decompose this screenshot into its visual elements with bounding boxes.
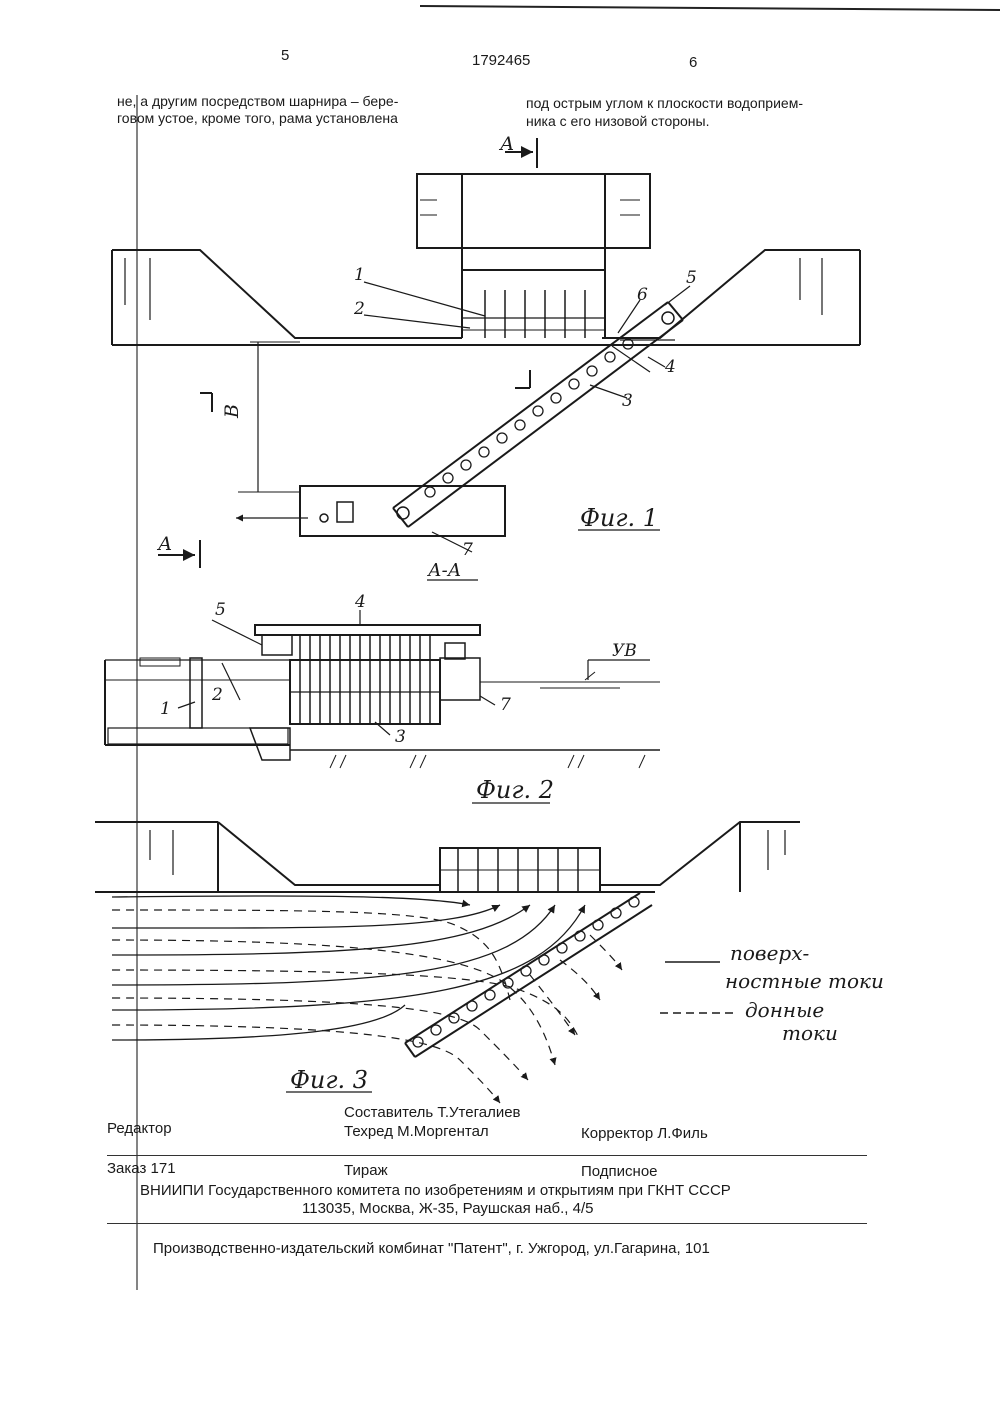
body-right-line-2: ника с его низовой стороны. [526,113,710,129]
figure-2 [104,610,660,804]
colophon-editor: Редактор [107,1120,172,1137]
fig1-caption: Фиг. 1 [580,504,658,532]
patent-number: 1792465 [472,52,531,69]
page-number-right: 6 [689,54,698,71]
fig2-section-title: А-А [426,560,461,581]
fig2-label-3: 3 [395,727,406,747]
fig1-label-2: 2 [353,299,365,319]
colophon-order: Заказ 171 [107,1160,176,1177]
colophon-circulation: Тираж [344,1162,388,1179]
figure-3-circles [412,896,640,1048]
fig2-label-1: 1 [160,699,171,719]
fig1-label-4: 4 [664,357,676,377]
fig3-legend-surface-line2: ностные токи [725,969,884,993]
body-left-line-1: не, а другим посредством шарнира – бере- [117,93,399,109]
fig1-label-1: 1 [354,265,365,285]
fig2-water-level: УВ [612,641,637,661]
fig2-label-2: 2 [211,685,223,705]
fig2-label-7: 7 [500,695,511,715]
fig3-caption: Фиг. 3 [290,1066,368,1094]
colophon-subscription: Подписное [581,1163,658,1180]
fig1-section-mark-top: А [498,133,514,155]
fig1-label-6: 6 [637,285,648,305]
colophon-printer: Производственно-издательский комбинат "П… [153,1240,710,1257]
body-right-line-1: под острым углом к плоскости водоприем- [526,95,803,111]
colophon-org-line-1: ВНИИПИ Государственного комитета по изоб… [140,1182,731,1199]
figure-3 [95,821,800,1104]
colophon-org-line-2: 113035, Москва, Ж-35, Раушская наб., 4/5 [302,1200,594,1217]
fig1-section-mark-bottom: А [156,533,172,555]
body-left-line-2: говом устое, кроме того, рама установлен… [117,110,398,126]
fig2-caption: Фиг. 2 [476,776,554,804]
colophon-techred: Техред М.Моргентал [344,1123,489,1140]
fig3-legend-bottom-line2: токи [782,1021,838,1045]
fig1-label-3: 3 [622,391,633,411]
figure-1-circles [424,338,634,498]
colophon-compiler: Составитель Т.Утегалиев [344,1104,521,1121]
figure-2-slats [299,635,431,724]
fig3-legend-bottom-line1: донные [745,998,824,1022]
fig2-label-4: 4 [354,592,366,612]
fig1-label-5: 5 [686,268,697,288]
colophon-rule-2 [107,1223,867,1224]
figure-1 [111,138,861,581]
fig2-label-5: 5 [215,600,226,620]
colophon-rule-1 [107,1155,867,1156]
fig1-label-7: 7 [462,540,473,560]
page-number-left: 5 [281,47,290,64]
colophon-corrector: Корректор Л.Филь [581,1125,708,1142]
fig3-legend-surface-line1: поверх- [730,941,809,965]
fig1-dimension-label: В [221,404,243,419]
